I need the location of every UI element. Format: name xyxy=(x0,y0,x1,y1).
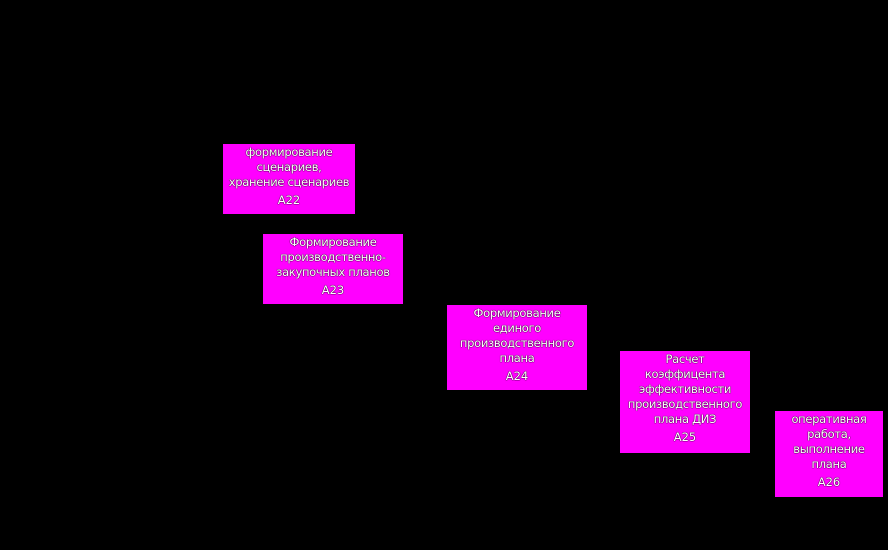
activity-label: Формирование производственно- закупочных… xyxy=(276,235,390,279)
activity-box-a25[interactable]: Расчет коэффицента эффективности произво… xyxy=(620,351,750,453)
activity-code: A23 xyxy=(321,283,345,297)
activity-box-a23[interactable]: Формирование производственно- закупочных… xyxy=(263,234,403,304)
activity-code: A22 xyxy=(277,193,301,207)
activity-box-a26[interactable]: оперативная работа, выполнение плана A26 xyxy=(775,411,883,497)
activity-code: A24 xyxy=(505,369,529,383)
activity-label: Формирование единого производственного п… xyxy=(459,306,575,365)
activity-box-a22[interactable]: формирование сценариев, хранение сценари… xyxy=(223,144,355,214)
activity-code: A25 xyxy=(673,430,697,444)
activity-label: формирование сценариев, хранение сценари… xyxy=(228,145,350,189)
activity-label: оперативная работа, выполнение плана xyxy=(791,412,867,471)
activity-box-a24[interactable]: Формирование единого производственного п… xyxy=(447,305,587,390)
activity-label: Расчет коэффицента эффективности произво… xyxy=(627,352,743,426)
activity-code: A26 xyxy=(817,475,841,489)
